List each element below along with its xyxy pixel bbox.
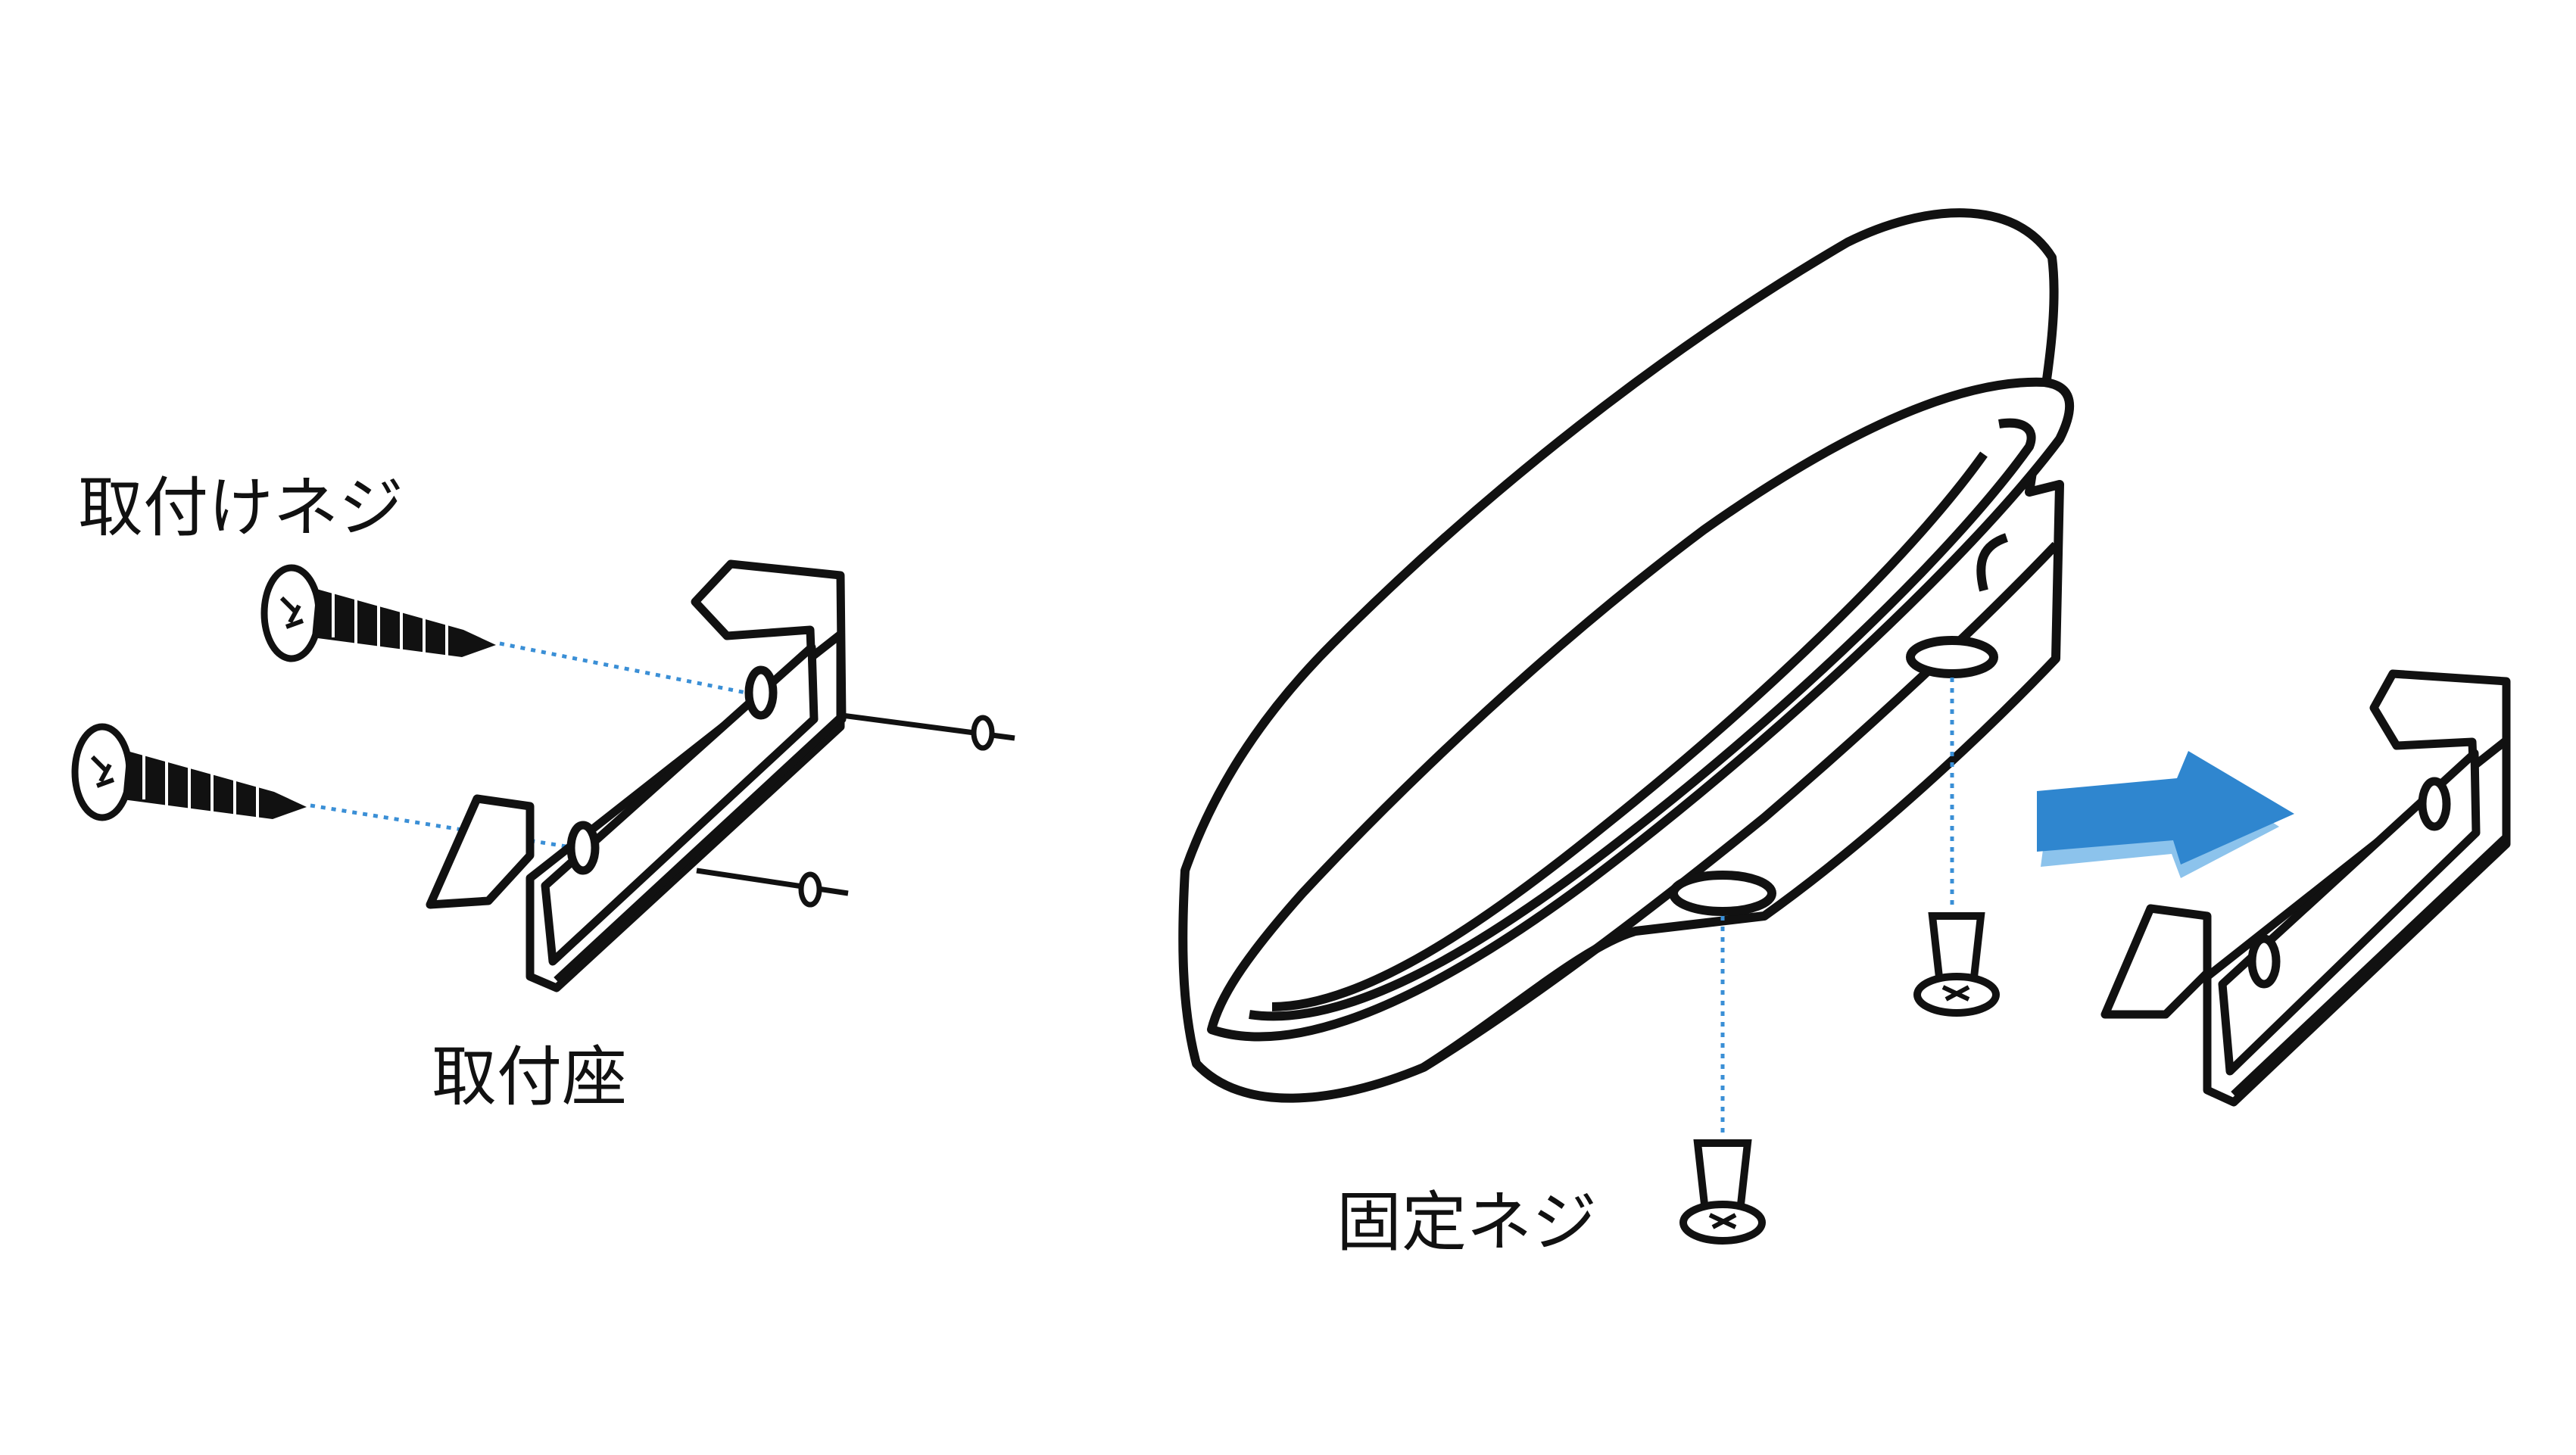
mounting-seat-icon xyxy=(426,559,847,992)
fixing-screw-left-icon xyxy=(1679,1139,1766,1245)
washer-icons xyxy=(696,712,1015,908)
mounting-screw-label: 取付けネジ xyxy=(78,470,404,546)
fixture-body-icon xyxy=(1178,208,2074,1103)
mounting-seat-label: 取付座 xyxy=(432,1039,627,1115)
slide-arrow-icon xyxy=(2037,751,2294,878)
guide-lines-center xyxy=(1720,678,1954,1136)
mounting-screw-bottom-icon xyxy=(71,723,307,821)
fixing-screw-label: 固定ネジ xyxy=(1336,1185,1597,1260)
fixing-screw-right-icon xyxy=(1913,912,2000,1017)
mounting-screw-top-icon xyxy=(260,564,496,662)
mounting-seat-right-icon xyxy=(2100,669,2511,1107)
